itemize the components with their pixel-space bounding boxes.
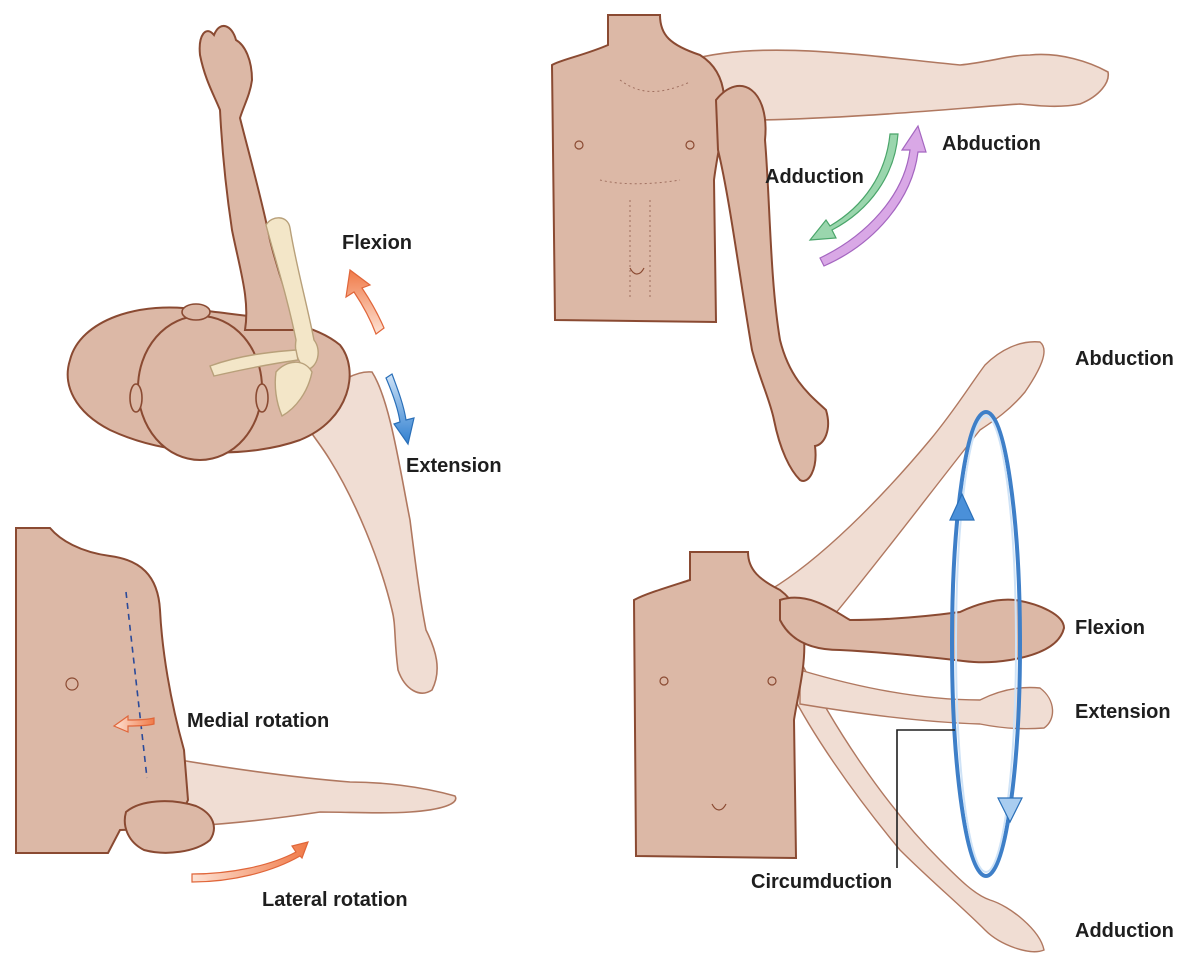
extended-arm [299,371,438,694]
head-top-view [137,315,263,461]
humerus-bone [265,217,319,371]
circumduction-figure [632,341,1066,953]
clavicle-bone [209,349,299,377]
lateral-rotation-label: Lateral rotation [262,889,408,911]
circumduction-label: Circumduction [751,871,893,893]
torso-front-a [550,14,726,324]
rotated-forearm [179,759,457,827]
circumduction-adduction-label: Adduction [1075,920,1174,942]
lateral-rotation-arrow [191,841,309,883]
arm-flexion-position [779,596,1066,664]
extension-label: Extension [406,455,502,477]
fist [123,800,215,854]
circumduction-abduction-label: Abduction [1075,348,1174,370]
rotation-figure [15,527,457,883]
flexed-arm [198,25,302,331]
adduction-arrow [808,133,899,241]
flexion-arrow [345,268,385,335]
circumduction-extension-label: Extension [1075,701,1171,723]
circumduction-up-arrowhead [949,492,975,521]
medial-rotation-arrow [112,714,155,733]
scapula-bone [274,361,313,417]
abduction-adduction-figure [550,14,1109,482]
circumduction-down-arrowhead [997,797,1023,824]
torso-front-b [632,551,806,860]
flexion-extension-figure [66,25,438,694]
adduction-label: Adduction [765,166,864,188]
extension-arrow [385,373,415,446]
flexion-label: Flexion [342,232,413,254]
arm-adduction-position [789,658,1045,953]
abduction-label: Abduction [942,133,1041,155]
circumduction-leader-line [896,729,955,868]
rotation-axis [125,591,148,779]
adducted-arm [714,84,830,482]
circumduction-flexion-label: Flexion [1075,617,1146,639]
circumduction-loop [950,410,1022,878]
abducted-arm [688,49,1109,121]
medial-rotation-label: Medial rotation [187,710,330,732]
arm-abduction-position [768,341,1045,621]
arm-extension-position [799,669,1054,730]
abduction-arrow [819,124,927,267]
